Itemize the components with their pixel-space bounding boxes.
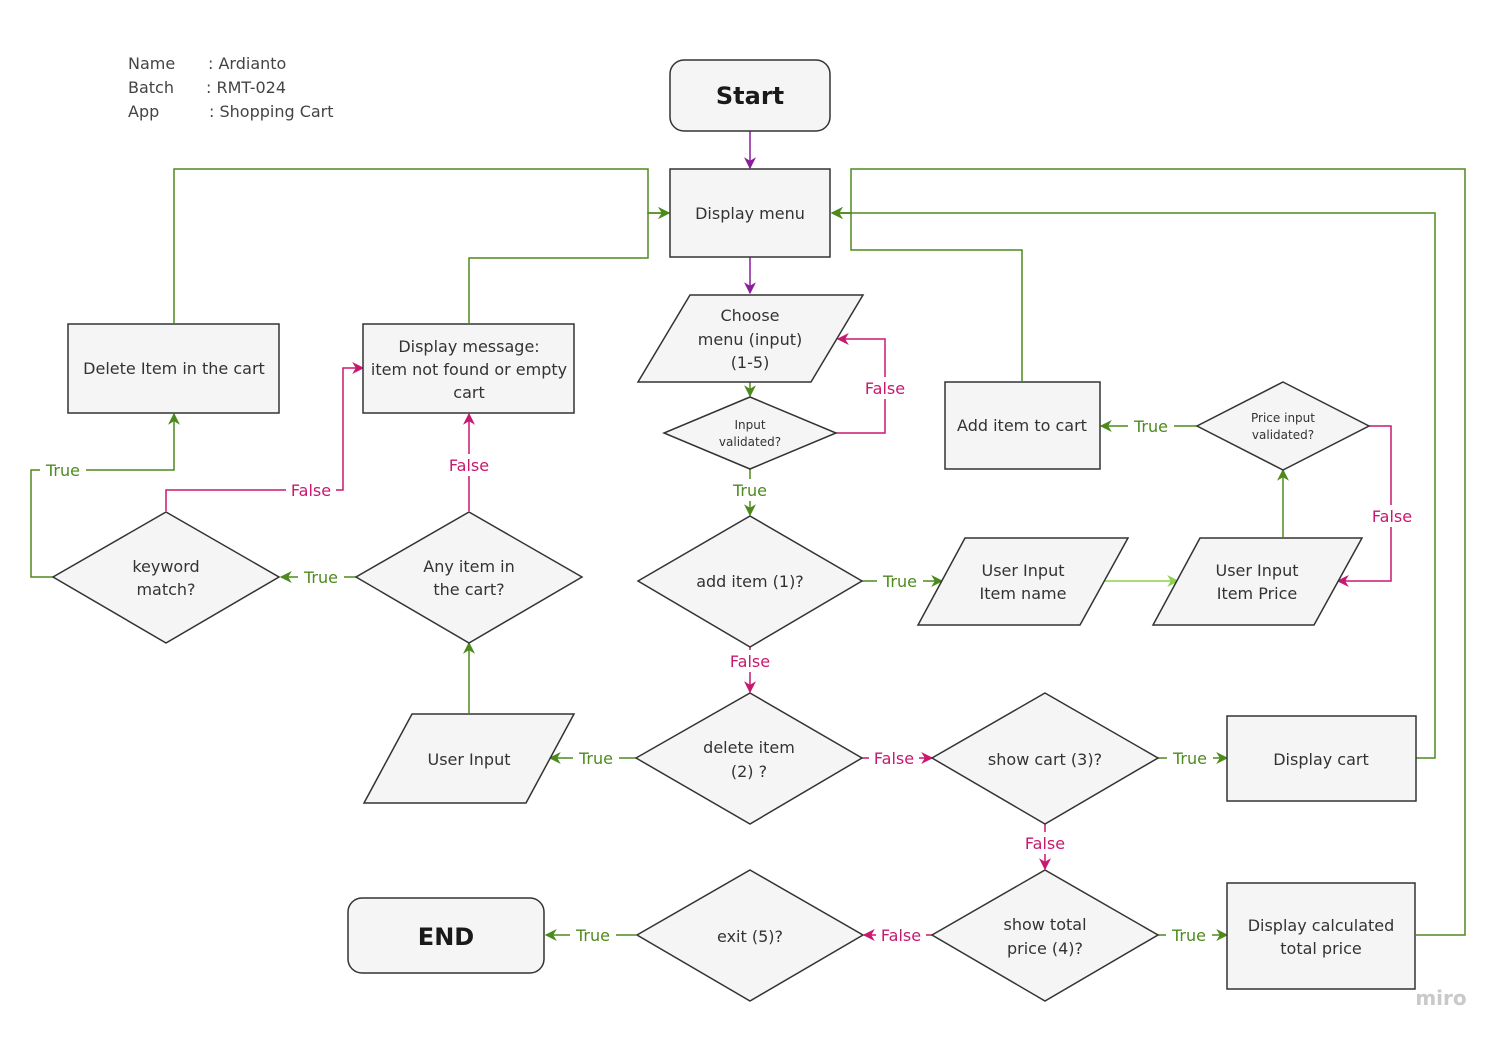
node-any-item[interactable]	[354, 511, 584, 644]
show-total-line1: show total	[1003, 915, 1086, 934]
node-add-item[interactable]	[636, 515, 864, 648]
node-display-total[interactable]	[1226, 882, 1416, 990]
node-display-menu[interactable]	[669, 168, 831, 258]
label-keyword-true: True	[45, 461, 80, 480]
edge-deletecart-to-menu	[173, 168, 671, 323]
miro-watermark: miro	[1415, 986, 1466, 1010]
price-validated-line2: validated?	[1252, 428, 1314, 442]
label-showcart-true: True	[1172, 749, 1207, 768]
user-input-name-line2: Item name	[980, 584, 1067, 603]
node-delete-item[interactable]	[634, 692, 864, 825]
display-menu-label: Display menu	[695, 204, 805, 223]
node-display-cart[interactable]	[1226, 715, 1417, 802]
label-showcart-false: False	[1025, 834, 1065, 853]
label-delete-true: True	[578, 749, 613, 768]
add-item-label: add item (1)?	[696, 572, 804, 591]
user-input-label: User Input	[428, 750, 511, 769]
display-cart-label: Display cart	[1273, 750, 1369, 769]
header-key-app: App	[128, 102, 159, 121]
label-pricevalid-true: True	[1133, 417, 1168, 436]
node-show-cart[interactable]	[930, 692, 1160, 825]
display-message-line1: Display message:	[398, 337, 539, 356]
node-price-validated[interactable]	[1195, 381, 1371, 471]
show-cart-label: show cart (3)?	[988, 750, 1102, 769]
label-additem-false: False	[730, 652, 770, 671]
delete-item-line2: (2) ?	[731, 762, 767, 781]
edge-keyword-true	[30, 412, 180, 578]
input-validated-line1: Input	[734, 418, 765, 432]
start-label: Start	[716, 82, 784, 110]
node-input-validated[interactable]	[662, 396, 838, 470]
price-validated-line1: Price input	[1251, 411, 1315, 425]
edge-pricevalid-false	[1336, 425, 1392, 587]
choose-menu-line1: Choose	[720, 306, 779, 325]
display-message-line2: item not found or empty	[371, 360, 567, 379]
edge-displaytotal-to-menu	[830, 168, 1466, 936]
label-pricevalid-false: False	[1372, 507, 1412, 526]
node-end[interactable]	[347, 897, 545, 974]
edge-keyword-false	[165, 362, 365, 511]
choose-menu-line2: menu (input)	[698, 330, 802, 349]
header-value-name: : Ardianto	[208, 54, 286, 73]
any-item-line1: Any item in	[423, 557, 514, 576]
any-item-line2: the cart?	[433, 580, 504, 599]
node-user-input-name[interactable]	[916, 537, 1130, 626]
node-delete-in-cart[interactable]	[67, 323, 280, 414]
label-showtotal-true: True	[1171, 926, 1206, 945]
edge-displaycart-to-menu	[830, 207, 1436, 759]
node-exit[interactable]	[635, 869, 865, 1002]
input-validated-line2: validated?	[719, 435, 781, 449]
label-anyitem-true: True	[303, 568, 338, 587]
label-additem-true: True	[882, 572, 917, 591]
node-add-to-cart[interactable]	[944, 381, 1101, 470]
label-delete-false: False	[874, 749, 914, 768]
node-show-total[interactable]	[930, 869, 1160, 1002]
node-labels: Start Display menu Choose menu (input) (…	[83, 82, 1394, 958]
header-value-app: : Shopping Cart	[209, 102, 334, 121]
label-validate-false: False	[865, 379, 905, 398]
node-choose-menu[interactable]	[636, 294, 865, 383]
user-input-price-line2: Item Price	[1217, 584, 1298, 603]
display-message-line3: cart	[453, 383, 484, 402]
exit-label: exit (5)?	[717, 927, 783, 946]
delete-item-line1: delete item	[703, 738, 795, 757]
end-label: END	[418, 923, 474, 951]
show-total-line2: price (4)?	[1007, 939, 1083, 958]
edge-message-to-menu	[468, 207, 671, 323]
edge-labels: False True True False True False True Fa…	[40, 377, 1417, 946]
node-user-input[interactable]	[362, 713, 576, 804]
user-input-price-line1: User Input	[1216, 561, 1299, 580]
header-info: Name : Ardianto Batch : RMT-024 App : Sh…	[128, 54, 334, 121]
node-display-message[interactable]	[362, 323, 575, 414]
node-user-input-price[interactable]	[1151, 537, 1364, 626]
header-key-name: Name	[128, 54, 175, 73]
add-to-cart-label: Add item to cart	[957, 416, 1087, 435]
display-total-line2: total price	[1280, 939, 1362, 958]
label-validate-true: True	[732, 481, 767, 500]
nodes	[51, 59, 1417, 1002]
label-anyitem-false: False	[449, 456, 489, 475]
display-total-line1: Display calculated	[1248, 916, 1395, 935]
node-start[interactable]	[669, 59, 831, 132]
label-showtotal-false: False	[881, 926, 921, 945]
keyword-match-line1: keyword	[132, 557, 199, 576]
label-exit-true: True	[575, 926, 610, 945]
header-key-batch: Batch	[128, 78, 174, 97]
user-input-name-line1: User Input	[982, 561, 1065, 580]
delete-in-cart-label: Delete Item in the cart	[83, 359, 265, 378]
node-keyword-match[interactable]	[51, 511, 281, 644]
keyword-match-line2: match?	[136, 580, 195, 599]
header-value-batch: : RMT-024	[206, 78, 286, 97]
label-keyword-false: False	[291, 481, 331, 500]
choose-menu-line3: (1-5)	[731, 353, 770, 372]
